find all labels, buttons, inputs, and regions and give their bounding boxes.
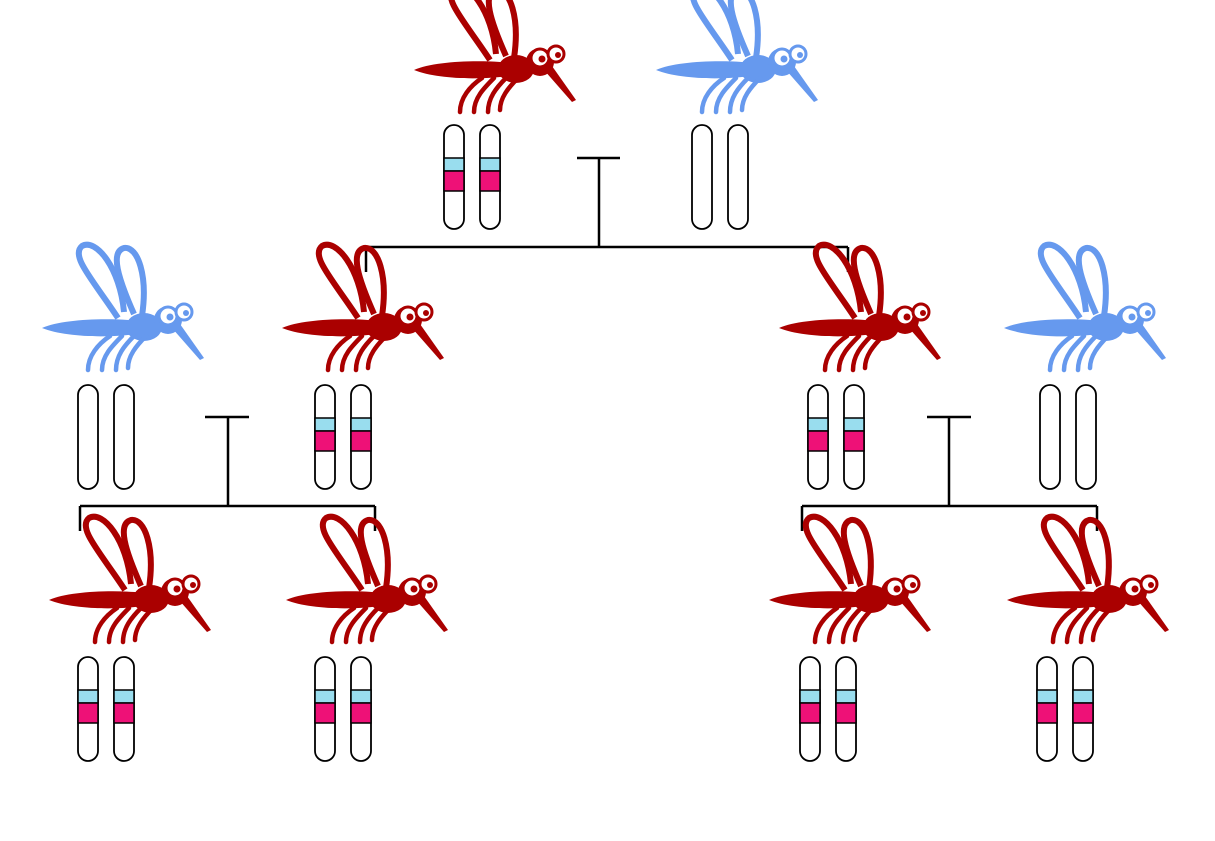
individual-f1-left-mate [42,245,204,490]
drive-cassette-band [443,170,465,192]
chromosome-body [691,124,713,230]
drive-mosquito-icon [779,245,941,370]
chromosome-wildtype [1075,384,1097,490]
drive-cassette-band [314,702,336,724]
drive-cassette-band [314,430,336,452]
drive-marker-band [1072,689,1094,704]
drive-cassette-band [479,170,501,192]
chromosome-drive [350,384,372,490]
drive-marker-band [77,689,99,704]
chromosome-wildtype [1039,384,1061,490]
chromosome-wildtype [691,124,713,230]
drive-cassette-band [77,702,99,724]
chromosome-drive [314,384,336,490]
drive-cassette-band [799,702,821,724]
chromosome-wildtype [727,124,749,230]
individuals [42,0,1169,762]
individual-f2-c [769,517,931,762]
cross-1 [364,156,850,272]
drive-mosquito-icon [49,517,211,642]
individual-f1-left [282,245,444,490]
individual-f2-b [286,517,448,762]
drive-marker-band [350,689,372,704]
drive-mosquito-icon [282,245,444,370]
drive-marker-band [113,689,135,704]
drive-marker-band [350,417,372,432]
individual-f2-d [1007,517,1169,762]
drive-marker-band [314,417,336,432]
drive-cassette-band [807,430,829,452]
chromosome-drive [835,656,857,762]
chromosome-body [1075,384,1097,490]
drive-cassette-band [350,702,372,724]
chromosome-body [727,124,749,230]
chromosome-body [1039,384,1061,490]
drive-mosquito-icon [769,517,931,642]
chromosome-drive [113,656,135,762]
chromosome-body [77,384,99,490]
cross-lines [78,156,1099,531]
cross-2 [78,415,377,531]
drive-cassette-band [1072,702,1094,724]
individual-f2-a [49,517,211,762]
wildtype-mosquito-icon [1004,245,1166,370]
drive-marker-band [443,157,465,172]
drive-marker-band [807,417,829,432]
chromosome-drive [350,656,372,762]
cross-3 [800,415,1099,531]
chromosome-drive [799,656,821,762]
chromosome-drive [1036,656,1058,762]
drive-mosquito-icon [1007,517,1169,642]
drive-mosquito-icon [286,517,448,642]
drive-marker-band [314,689,336,704]
chromosome-body [113,384,135,490]
drive-cassette-band [113,702,135,724]
drive-marker-band [479,157,501,172]
drive-cassette-band [1036,702,1058,724]
chromosome-drive [443,124,465,230]
individual-f1-right-mate [1004,245,1166,490]
chromosome-drive [1072,656,1094,762]
chromosome-drive [807,384,829,490]
drive-mosquito-icon [414,0,576,112]
chromosome-wildtype [113,384,135,490]
individual-p2 [656,0,818,230]
drive-cassette-band [835,702,857,724]
individual-p1 [414,0,576,230]
chromosome-drive [314,656,336,762]
chromosome-drive [77,656,99,762]
drive-cassette-band [350,430,372,452]
chromosome-drive [843,384,865,490]
drive-marker-band [835,689,857,704]
drive-marker-band [799,689,821,704]
chromosome-drive [479,124,501,230]
individual-f1-right [779,245,941,490]
chromosome-wildtype [77,384,99,490]
drive-marker-band [1036,689,1058,704]
drive-cassette-band [843,430,865,452]
wildtype-mosquito-icon [656,0,818,112]
wildtype-mosquito-icon [42,245,204,370]
drive-marker-band [843,417,865,432]
